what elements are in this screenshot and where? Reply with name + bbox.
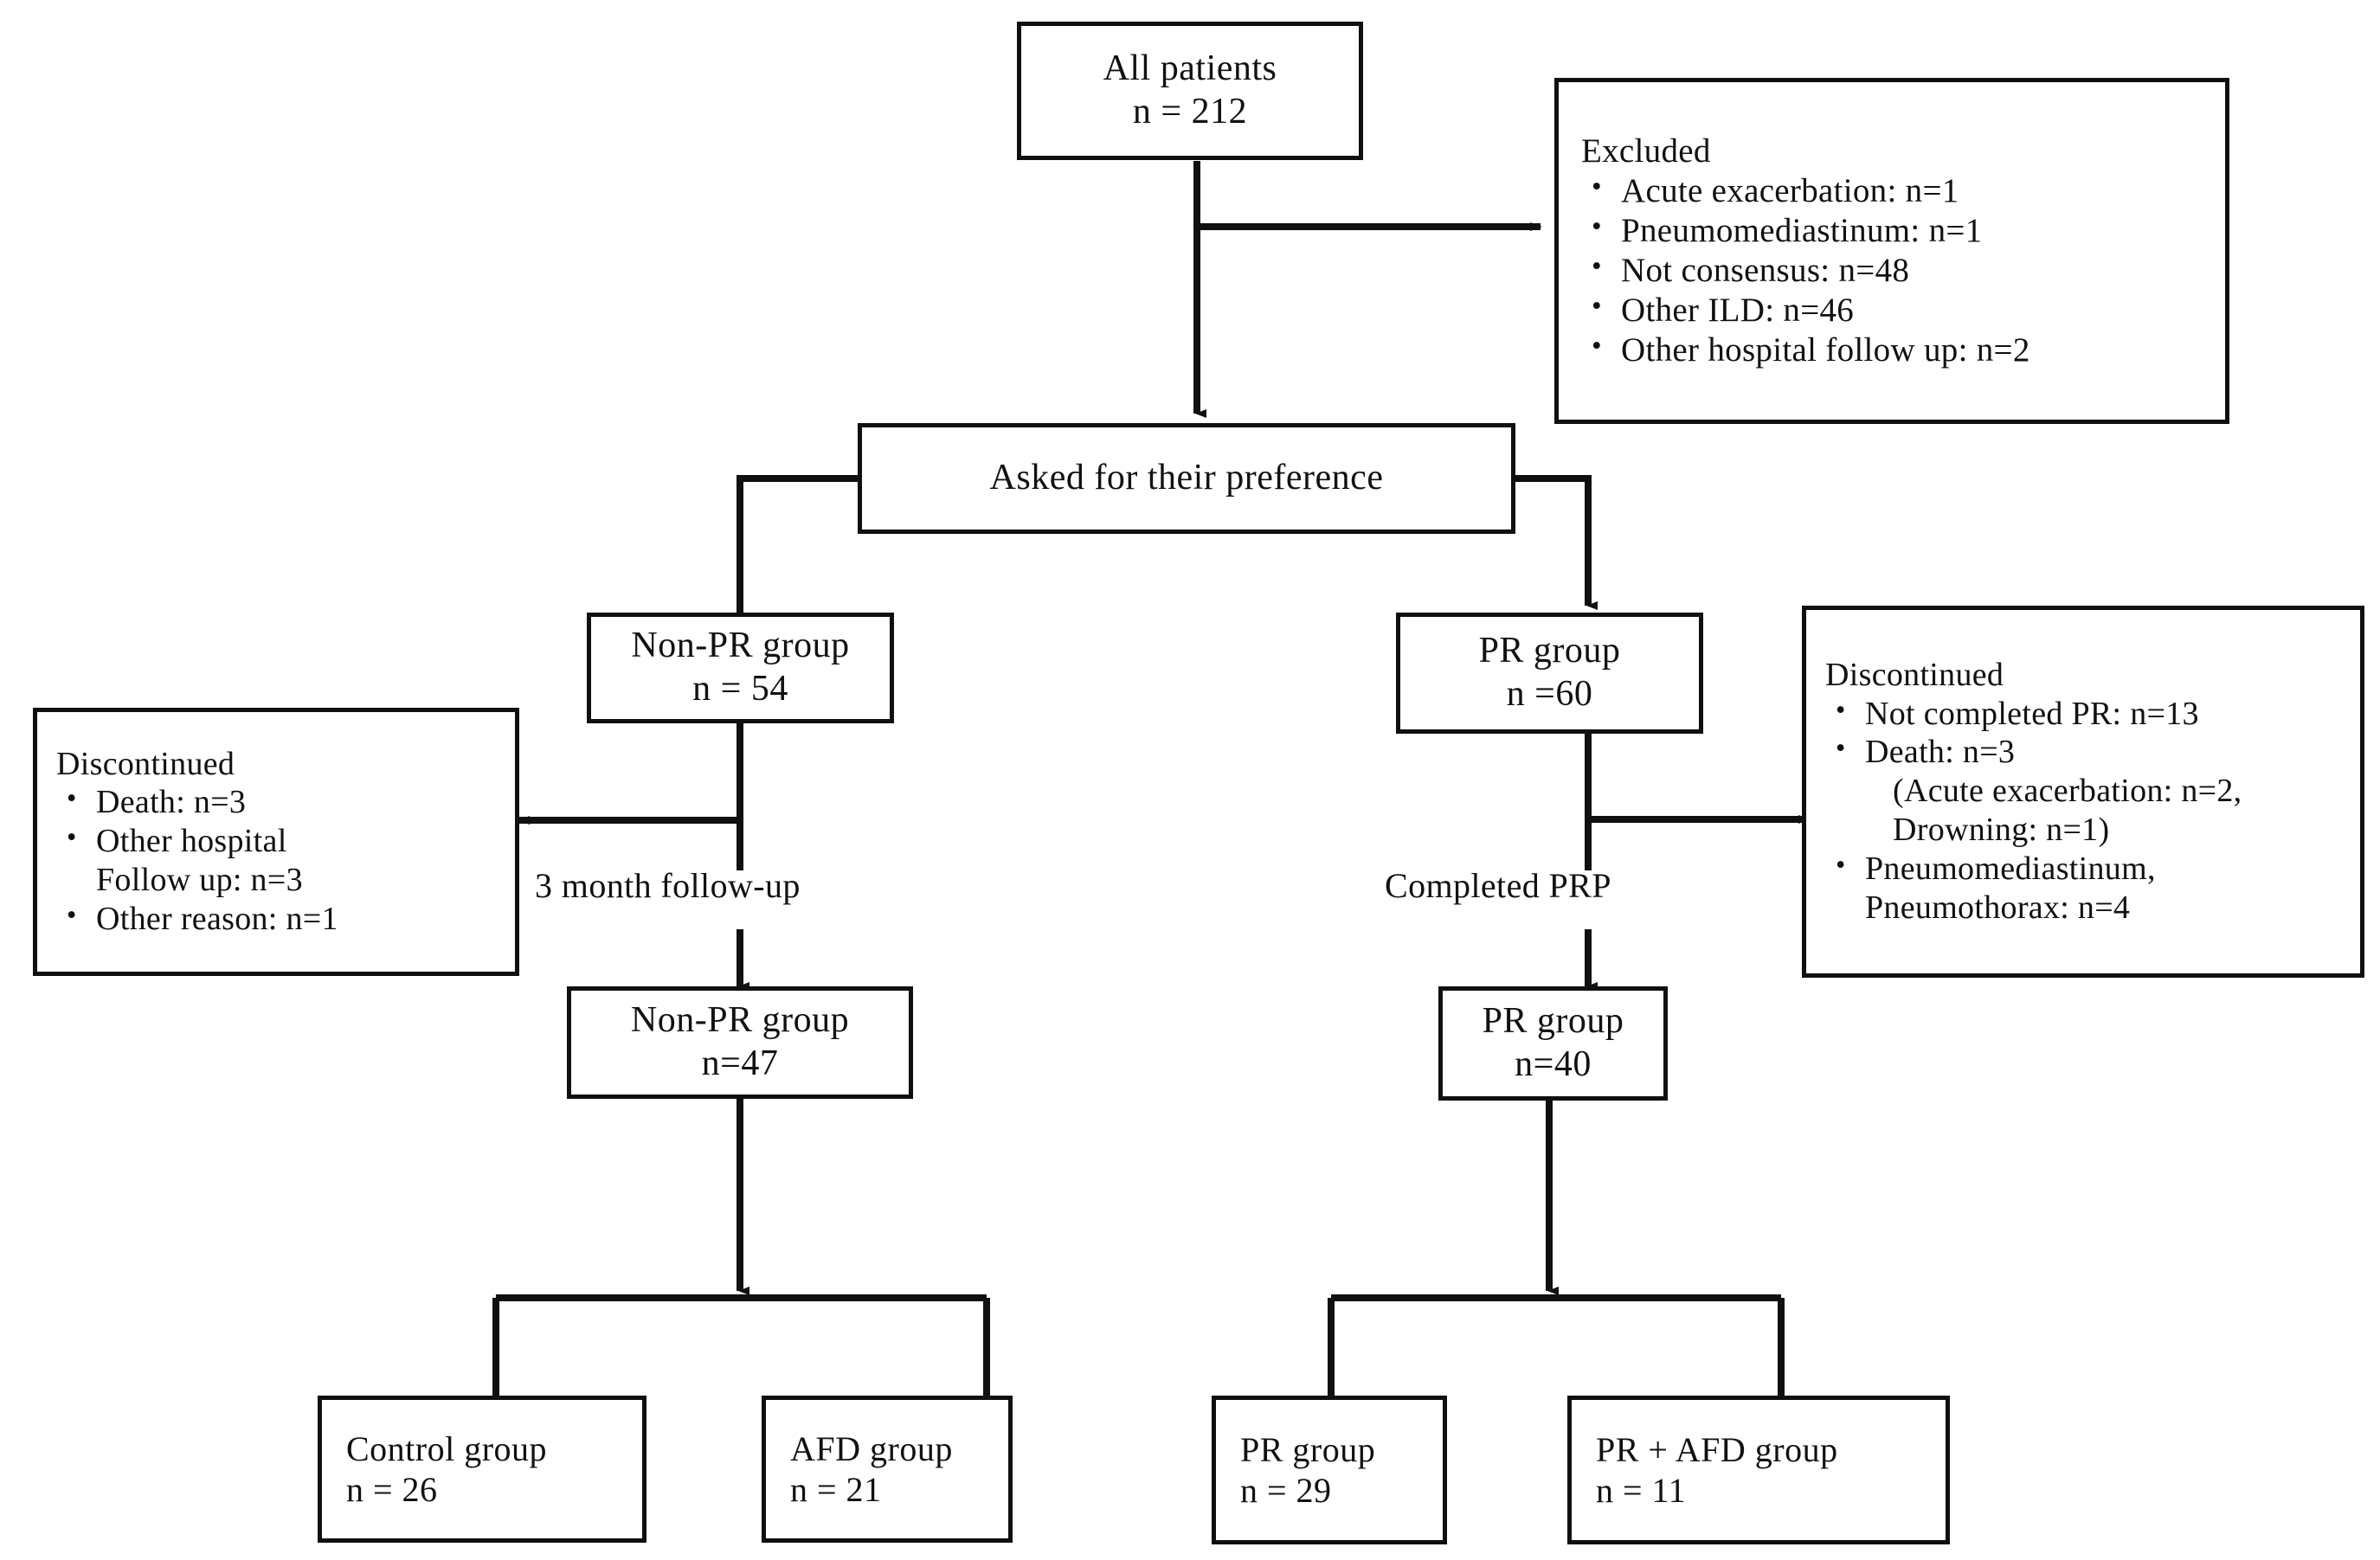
excluded-item: Pneumomediastinum: n=1 bbox=[1581, 209, 2030, 251]
pr-40-label: PR group bbox=[1482, 1001, 1624, 1042]
node-nonpr-group-54: Non-PR group n = 54 bbox=[587, 613, 894, 723]
pr-afd-group-label: PR + AFD group bbox=[1596, 1429, 1838, 1469]
excluded-title: Excluded bbox=[1581, 132, 1711, 170]
nonpr-47-label: Non-PR group bbox=[630, 1000, 850, 1041]
afd-group-label: AFD group bbox=[790, 1428, 953, 1468]
node-pr-group-60: PR group n =60 bbox=[1396, 613, 1703, 734]
discontinued-right-item: Pneumomediastinum, Pneumothorax: n=4 bbox=[1825, 848, 2242, 928]
node-control-group: Control group n = 26 bbox=[318, 1396, 646, 1543]
nonpr-54-label: Non-PR group bbox=[631, 626, 850, 666]
discontinued-left-item: Other hospital Follow up: n=3 bbox=[56, 820, 338, 900]
pr-afd-group-count: n = 11 bbox=[1596, 1471, 1687, 1510]
discontinued-right-list: Not completed PR: n=13 Death: n=3 (Acute… bbox=[1825, 693, 2242, 928]
node-afd-group: AFD group n = 21 bbox=[762, 1396, 1013, 1543]
pr-29-label: PR group bbox=[1240, 1429, 1376, 1469]
node-discontinued-left: Discontinued Death: n=3 Other hospital F… bbox=[33, 708, 519, 976]
discontinued-right-item: Death: n=3 bbox=[1825, 731, 2242, 772]
control-group-count: n = 26 bbox=[346, 1470, 438, 1509]
pr-29-count: n = 29 bbox=[1240, 1471, 1332, 1510]
discontinued-right-item: Not completed PR: n=13 bbox=[1825, 693, 2242, 734]
asked-preference-label: Asked for their preference bbox=[989, 458, 1384, 498]
discontinued-right-item: (Acute exacerbation: n=2, Drowning: n=1) bbox=[1893, 773, 2242, 849]
nonpr-54-count: n = 54 bbox=[692, 669, 788, 709]
excluded-list: Acute exacerbation: n=1 Pneumomediastinu… bbox=[1581, 170, 2030, 370]
pr-40-count: n=40 bbox=[1515, 1044, 1592, 1084]
discontinued-right-title: Discontinued bbox=[1825, 657, 2004, 694]
excluded-item: Acute exacerbation: n=1 bbox=[1581, 170, 2030, 211]
discontinued-left-list: Death: n=3 Other hospital Follow up: n=3… bbox=[56, 781, 338, 939]
node-pr-afd-group: PR + AFD group n = 11 bbox=[1567, 1396, 1950, 1544]
edge-label-completed-prp: Completed PRP bbox=[1385, 866, 1611, 905]
excluded-item: Other hospital follow up: n=2 bbox=[1581, 329, 2030, 370]
node-pr-group-40: PR group n=40 bbox=[1438, 986, 1668, 1101]
control-group-label: Control group bbox=[346, 1428, 548, 1468]
discontinued-left-item: Other reason: n=1 bbox=[56, 898, 338, 939]
all-patients-count: n = 212 bbox=[1132, 92, 1248, 132]
afd-group-count: n = 21 bbox=[790, 1470, 882, 1509]
node-all-patients: All patients n = 212 bbox=[1017, 22, 1363, 160]
all-patients-label: All patients bbox=[1103, 48, 1277, 89]
excluded-item: Not consensus: n=48 bbox=[1581, 249, 2030, 291]
discontinued-left-item: Death: n=3 bbox=[56, 781, 338, 822]
pr-60-label: PR group bbox=[1478, 631, 1621, 671]
discontinued-left-title: Discontinued bbox=[56, 746, 235, 783]
edge-label-three-month-followup: 3 month follow-up bbox=[535, 866, 801, 905]
edge-asked-to-pr bbox=[1515, 475, 1598, 610]
node-asked-for-preference: Asked for their preference bbox=[858, 423, 1515, 534]
node-excluded: Excluded Acute exacerbation: n=1 Pneumom… bbox=[1554, 78, 2229, 424]
node-nonpr-group-47: Non-PR group n=47 bbox=[567, 986, 913, 1099]
pr-60-count: n =60 bbox=[1506, 674, 1593, 714]
excluded-item: Other ILD: n=46 bbox=[1581, 289, 2030, 331]
edge-asked-to-nonpr bbox=[737, 475, 858, 613]
nonpr-47-count: n=47 bbox=[701, 1043, 779, 1083]
node-discontinued-right: Discontinued Not completed PR: n=13 Deat… bbox=[1802, 606, 2364, 978]
node-pr-group-29: PR group n = 29 bbox=[1212, 1396, 1447, 1544]
